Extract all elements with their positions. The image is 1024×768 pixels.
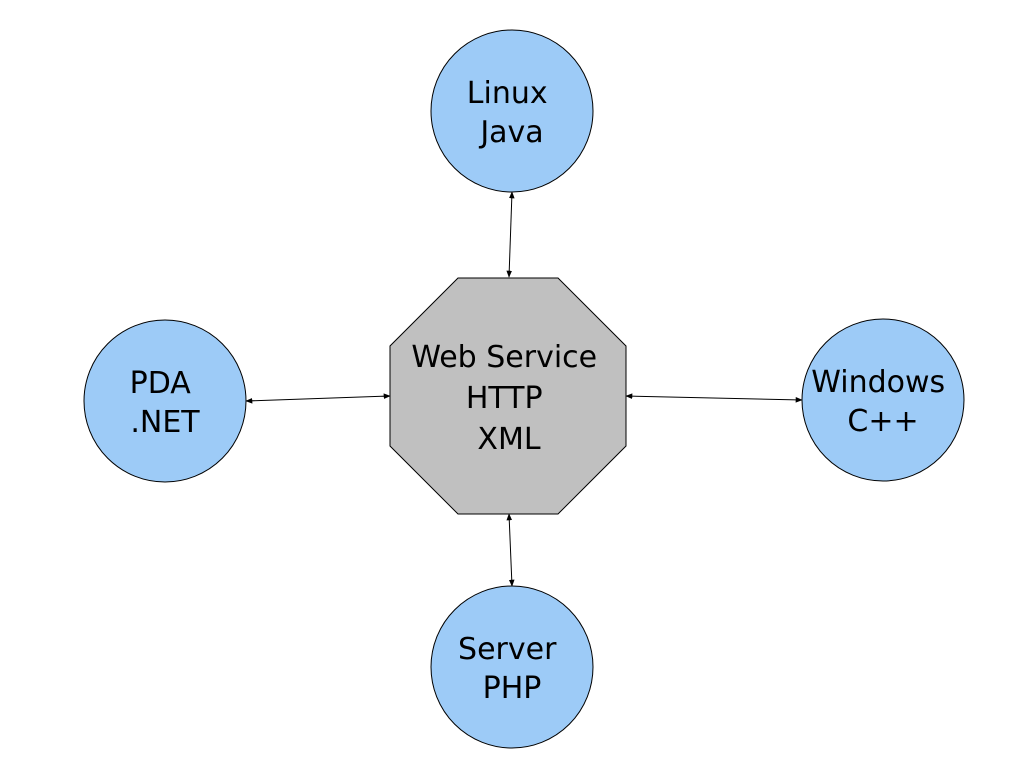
node-left-line-2: .NET <box>130 405 200 440</box>
node-windows-cpp: Windows C++ <box>801 318 965 482</box>
node-left-line-1: PDA <box>130 366 192 401</box>
node-left-circle <box>83 319 247 483</box>
node-right-circle <box>801 318 965 482</box>
node-bottom-line-2: PHP <box>483 671 542 706</box>
edge-hub-bottom <box>506 513 515 587</box>
node-top-line-1: Linux <box>467 76 548 111</box>
hub-label: Web Service HTTP XML <box>411 340 606 457</box>
node-top-label: Linux Java <box>467 76 557 150</box>
node-right-line-1: Windows <box>811 365 945 400</box>
web-service-hub: Web Service HTTP XML <box>389 277 627 515</box>
hub-octagon-shape <box>389 277 627 515</box>
edge-hub-right <box>625 393 803 403</box>
node-bottom-line-1: Server <box>458 632 557 667</box>
node-right-line-2: C++ <box>847 404 918 439</box>
edge-hub-top <box>506 191 515 278</box>
node-bottom-circle <box>430 585 594 749</box>
node-server-php: Server PHP <box>430 585 594 749</box>
node-left-label: PDA .NET <box>130 366 201 440</box>
edge-hub-left <box>245 393 391 404</box>
node-top-line-2: Java <box>478 115 543 150</box>
hub-line-1: Web Service <box>411 340 597 375</box>
node-linux-java: Linux Java <box>430 29 594 193</box>
node-right-label: Windows C++ <box>811 365 954 439</box>
node-pda-net: PDA .NET <box>83 319 247 483</box>
hub-line-2: HTTP <box>466 381 543 416</box>
node-top-circle <box>430 29 594 193</box>
hub-line-3: XML <box>477 422 540 457</box>
node-bottom-label: Server PHP <box>458 632 566 706</box>
